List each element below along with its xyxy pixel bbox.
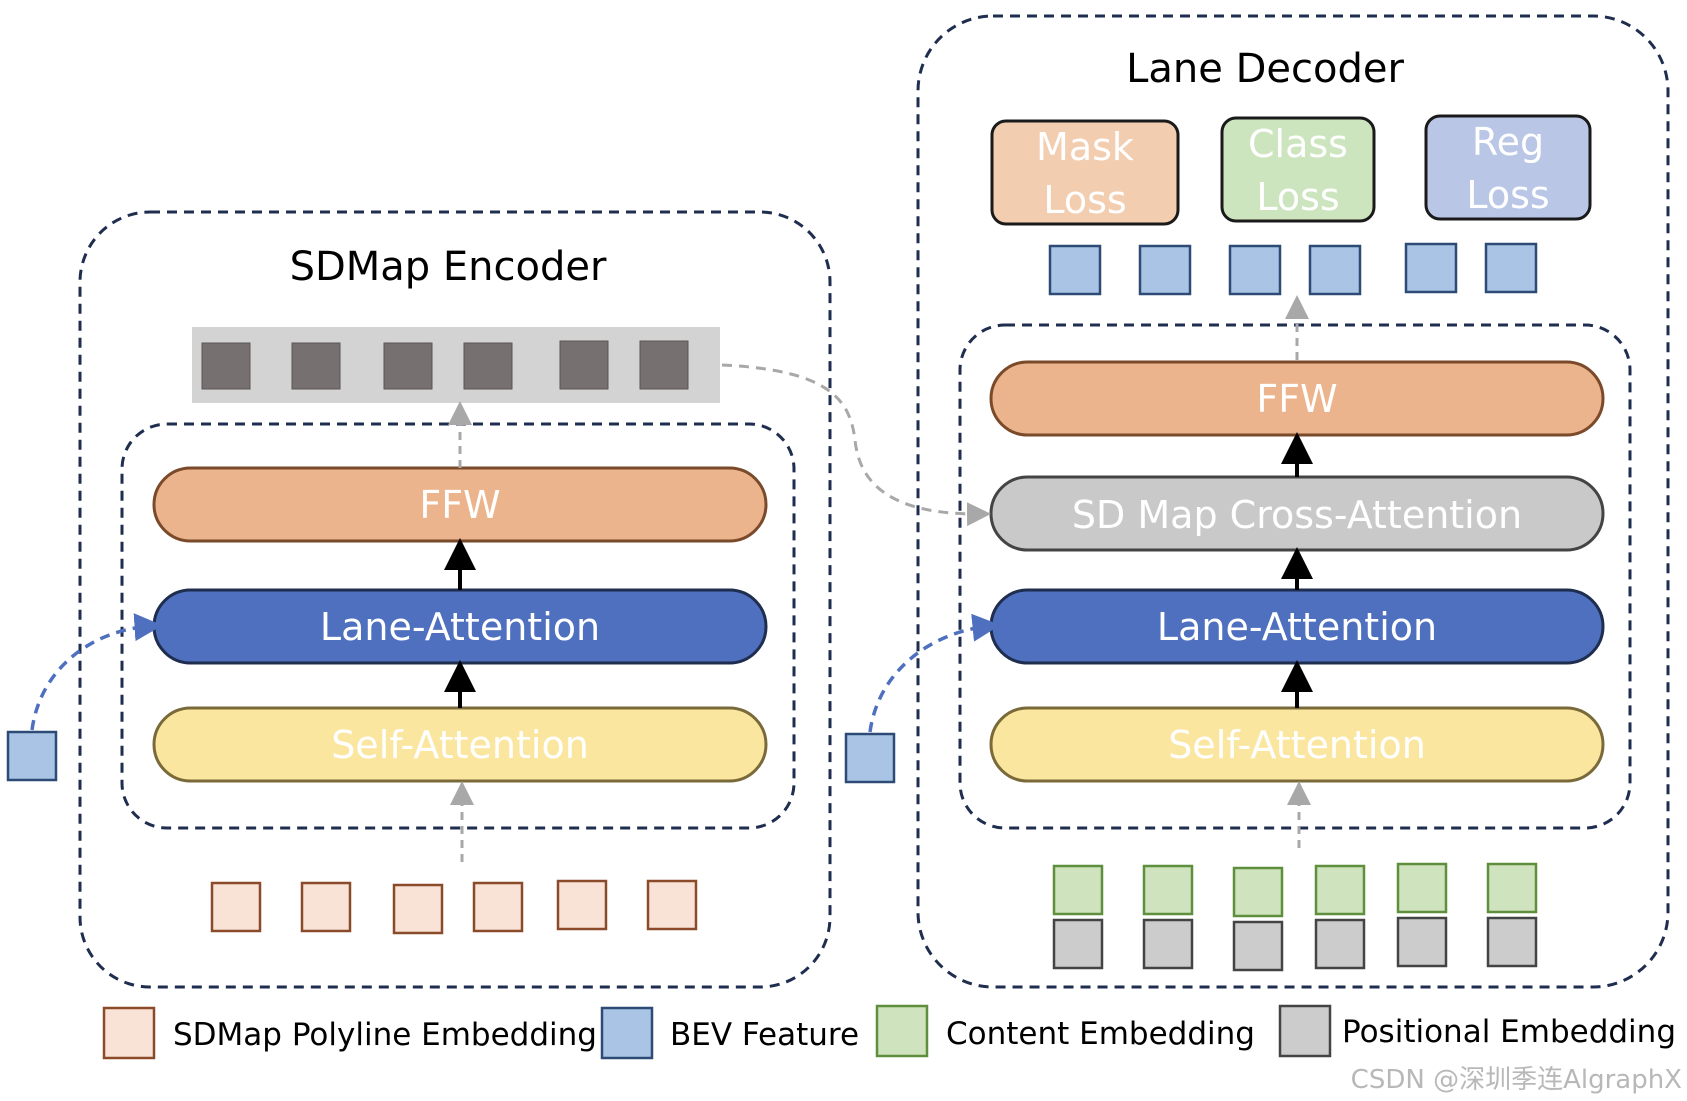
positional-embedding-token bbox=[1486, 916, 1538, 968]
decoder-inner-border bbox=[958, 323, 1632, 830]
encoder-output-tokens bbox=[201, 340, 689, 390]
polyline-embedding-token bbox=[646, 879, 698, 931]
decoder-output-token bbox=[1484, 242, 1538, 294]
legend: SDMap Polyline Embedding BEV Feature Con… bbox=[102, 1004, 1676, 1060]
legend-swatch-bev bbox=[600, 1006, 654, 1060]
positional-embedding-token bbox=[1142, 918, 1194, 970]
sdmap-encoder: SDMap Encoder FFW Lane-Attention Self-At… bbox=[78, 210, 832, 989]
content-embedding-token bbox=[1142, 864, 1194, 916]
content-embedding-token bbox=[1314, 864, 1366, 916]
encoder-output-token bbox=[201, 342, 251, 390]
decoder-title: Lane Decoder bbox=[1126, 46, 1404, 92]
decoder-output-token bbox=[1404, 242, 1458, 294]
encoder-bev-arrow bbox=[30, 613, 163, 731]
encoder-bev-feature-token bbox=[6, 730, 58, 782]
positional-embedding-token bbox=[1314, 918, 1366, 970]
reg-loss-line2: Loss bbox=[1466, 173, 1549, 217]
decoder-output-token bbox=[1228, 244, 1282, 296]
mask-loss-line2: Loss bbox=[1043, 178, 1126, 222]
decoder-self-attention-label: Self-Attention bbox=[1168, 723, 1426, 767]
decoder-output-tokens bbox=[1048, 242, 1538, 296]
encoder-output-strip bbox=[192, 327, 720, 403]
decoder-outer-border bbox=[916, 14, 1670, 989]
polyline-embedding-token bbox=[392, 883, 444, 935]
encoder-output-token bbox=[383, 342, 433, 390]
lane-decoder: Lane Decoder Mask Loss Class Loss Reg Lo… bbox=[916, 14, 1670, 989]
encoder-ffw-label: FFW bbox=[419, 483, 500, 527]
encoder-title: SDMap Encoder bbox=[290, 244, 607, 290]
decoder-cross-attention-label: SD Map Cross-Attention bbox=[1072, 493, 1522, 537]
legend-swatch-polyline bbox=[102, 1006, 156, 1060]
mask-loss-line1: Mask bbox=[1036, 125, 1134, 169]
polyline-embedding-token bbox=[300, 881, 352, 933]
legend-label-positional: Positional Embedding bbox=[1342, 1014, 1676, 1050]
legend-label-bev: BEV Feature bbox=[670, 1017, 859, 1053]
legend-label-polyline: SDMap Polyline Embedding bbox=[173, 1017, 597, 1053]
polyline-embedding-token bbox=[556, 879, 608, 931]
encoder-to-cross-attention-arrow bbox=[721, 363, 991, 527]
legend-swatch-positional bbox=[1278, 1004, 1332, 1058]
encoder-outer-border bbox=[78, 210, 832, 989]
encoder-output-token bbox=[291, 342, 341, 390]
watermark-text: CSDN @深圳季连AlgraphX bbox=[1351, 1065, 1682, 1095]
polyline-embedding-token bbox=[472, 881, 524, 933]
encoder-lane-attention-label: Lane-Attention bbox=[320, 605, 600, 649]
positional-embedding-tokens bbox=[1052, 916, 1538, 972]
positional-embedding-token bbox=[1052, 918, 1104, 970]
class-loss-box bbox=[1220, 116, 1376, 223]
positional-embedding-token bbox=[1232, 920, 1284, 972]
content-embedding-token bbox=[1052, 864, 1104, 916]
reg-loss-box bbox=[1424, 114, 1592, 221]
decoder-output-token bbox=[1308, 244, 1362, 296]
positional-embedding-token bbox=[1396, 916, 1448, 968]
decoder-ffw-label: FFW bbox=[1256, 377, 1337, 421]
decoder-output-token bbox=[1048, 244, 1102, 296]
content-embedding-tokens bbox=[1052, 862, 1538, 918]
content-embedding-token bbox=[1396, 862, 1448, 914]
legend-label-content: Content Embedding bbox=[946, 1016, 1255, 1052]
encoder-output-token bbox=[463, 342, 513, 390]
reg-loss-line1: Reg bbox=[1472, 120, 1544, 164]
polyline-embedding-token bbox=[210, 881, 262, 933]
mask-loss-box bbox=[990, 119, 1180, 226]
encoder-self-attention-label: Self-Attention bbox=[331, 723, 589, 767]
class-loss-line2: Loss bbox=[1256, 175, 1339, 219]
content-embedding-token bbox=[1486, 862, 1538, 914]
decoder-bev-feature-token bbox=[844, 732, 896, 784]
encoder-output-token bbox=[559, 340, 609, 390]
encoder-input-tokens bbox=[210, 879, 698, 935]
decoder-lane-attention-label: Lane-Attention bbox=[1157, 605, 1437, 649]
content-embedding-token bbox=[1232, 866, 1284, 918]
legend-swatch-content bbox=[875, 1004, 929, 1058]
encoder-output-token bbox=[639, 340, 689, 390]
decoder-bev-arrow bbox=[868, 613, 1001, 733]
class-loss-line1: Class bbox=[1248, 122, 1348, 166]
decoder-output-token bbox=[1138, 244, 1192, 296]
